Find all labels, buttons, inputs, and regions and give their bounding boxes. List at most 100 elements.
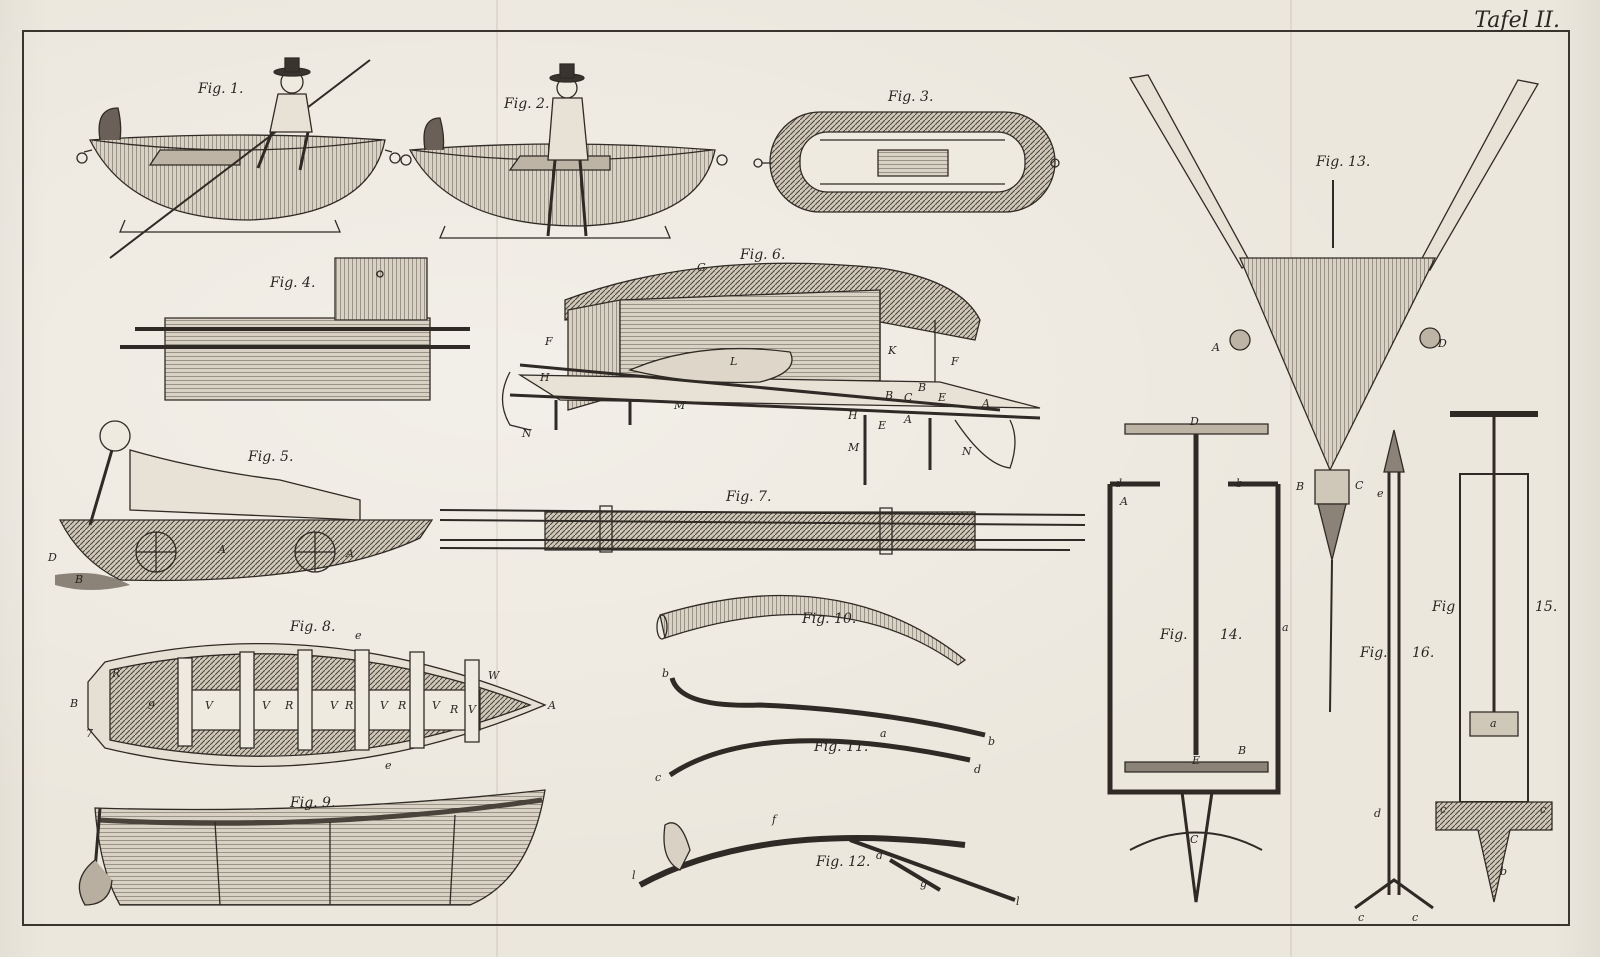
fig11-letter: a — [880, 727, 887, 740]
fig13-letter: C — [1355, 479, 1364, 492]
fig5-letter: A — [346, 547, 354, 560]
fig1-boat-drawing — [77, 58, 400, 258]
fig8-letter: V — [468, 703, 476, 716]
fig8-letter: V — [380, 699, 388, 712]
fig12-letter: f — [772, 813, 777, 826]
fig6-letter: E — [938, 391, 947, 404]
fig5-letter: A — [218, 543, 226, 556]
fig5-letter: D — [48, 551, 57, 564]
fig8-letter: V — [205, 699, 213, 712]
fig7-caption: Fig. 7. — [726, 489, 772, 505]
fig4-basket-drawing — [120, 258, 470, 400]
fig15-letter: b — [1500, 865, 1508, 878]
fig8-letter: R — [398, 699, 407, 712]
plate-title: Tafel II. — [1474, 8, 1560, 33]
fig6-letter: E — [878, 419, 887, 432]
fig11-letter: b — [662, 667, 670, 680]
fig14-letter: E — [1192, 754, 1201, 767]
fig5-letter: B — [75, 573, 84, 586]
fig13-letter: A — [1212, 341, 1220, 354]
fig6-letter: A — [904, 413, 912, 426]
fig14-letter: b — [1236, 477, 1244, 490]
fig10-curved-tube-drawing — [657, 595, 965, 665]
fig15-caption-part2: 15. — [1535, 599, 1558, 615]
fig10-caption: Fig. 10. — [802, 611, 857, 627]
fig8-letter: R — [450, 703, 459, 716]
fig8-letter: V — [330, 699, 338, 712]
fig12-pipe-apparatus-drawing — [640, 823, 1015, 900]
fig9-caption: Fig. 9. — [290, 795, 336, 811]
fig14-letter: A — [1120, 495, 1128, 508]
fig3-oval-float-drawing — [754, 112, 1059, 212]
fig15-letter: c — [1540, 803, 1547, 816]
fig8-letter: A — [548, 699, 556, 712]
fig2-boat-drawing — [401, 64, 727, 238]
fig14-pump-drawing — [1110, 424, 1278, 902]
paper-fold-line — [1290, 0, 1292, 957]
fig6-letter: A — [982, 397, 990, 410]
fig13-bellows-drawing — [1130, 75, 1538, 712]
fig13-letter: B — [1296, 480, 1305, 493]
fig12-letter: l — [632, 869, 636, 882]
fig6-letter: B — [918, 381, 927, 394]
fig6-letter: N — [522, 427, 532, 440]
fig16-rod-drawing — [1355, 430, 1433, 908]
fig2-caption: Fig. 2. — [504, 96, 550, 112]
fig6-caption: Fig. 6. — [740, 247, 786, 263]
fig13-letter: D — [1438, 337, 1447, 350]
fig8-letter: V — [432, 699, 440, 712]
fig11-caption: Fig. 11. — [814, 739, 869, 755]
fig6-letter: C — [904, 391, 913, 404]
fig16-caption-part1: Fig. — [1360, 645, 1388, 661]
fig8-letter: R — [112, 667, 121, 680]
fig14-letter: D — [1190, 415, 1199, 428]
fig6-letter: H — [540, 371, 550, 384]
fig8-letter: W — [488, 669, 500, 682]
fig8-letter: R — [345, 699, 354, 712]
fig14-letter: a — [1282, 621, 1289, 634]
fig16-letter: c — [1412, 911, 1419, 924]
fig8-boat-plan-drawing — [88, 644, 545, 767]
fig15-letter: a — [1490, 717, 1497, 730]
plate-border — [22, 30, 1570, 926]
fig16-letter: e — [1377, 487, 1384, 500]
fig14-letter: d — [1115, 477, 1123, 490]
fig15-syringe-drawing — [1436, 414, 1552, 902]
fig8-letter: B — [70, 697, 79, 710]
fig7-folded-stretcher-drawing — [440, 506, 1085, 554]
fig6-letter: M — [848, 441, 860, 454]
fig16-letter: d — [1374, 807, 1382, 820]
fig6-letter: G — [697, 261, 706, 274]
fig8-letter: V — [262, 699, 270, 712]
fig15-caption-part1: Fig — [1432, 599, 1456, 615]
fig12-letter: d — [876, 849, 884, 862]
fig11-curved-pipes-drawing — [670, 678, 985, 775]
fig8-caption: Fig. 8. — [290, 619, 336, 635]
fig8-letter: R — [285, 699, 294, 712]
fig6-letter: L — [730, 355, 738, 368]
fig11-letter: c — [655, 771, 662, 784]
fig6-letter: M — [674, 399, 686, 412]
fig8-letter: 9 — [148, 699, 155, 712]
fig11-letter: b — [988, 735, 996, 748]
fig6-letter: N — [962, 445, 972, 458]
fig5-caption: Fig. 5. — [248, 449, 294, 465]
fig6-letter: F — [951, 355, 959, 368]
fig12-caption: Fig. 12. — [816, 854, 871, 870]
fig16-caption-part2: 16. — [1412, 645, 1435, 661]
fig15-letter: c — [1440, 803, 1447, 816]
fig14-letter: C — [1190, 833, 1199, 846]
fig12-letter: g — [920, 877, 928, 890]
fig16-letter: c — [1358, 911, 1365, 924]
fig11-letter: d — [974, 763, 982, 776]
fig8-letter: e — [385, 759, 392, 772]
fig14-caption-part2: 14. — [1220, 627, 1243, 643]
fig3-caption: Fig. 3. — [888, 89, 934, 105]
fig9-boat-side-drawing — [79, 790, 545, 905]
fig13-caption: Fig. 13. — [1316, 154, 1371, 170]
fig6-letter: B — [885, 389, 894, 402]
fig6-stretcher-drawing — [503, 263, 1041, 485]
fig6-letter: F — [545, 335, 553, 348]
fig12-letter: l — [1016, 895, 1020, 908]
